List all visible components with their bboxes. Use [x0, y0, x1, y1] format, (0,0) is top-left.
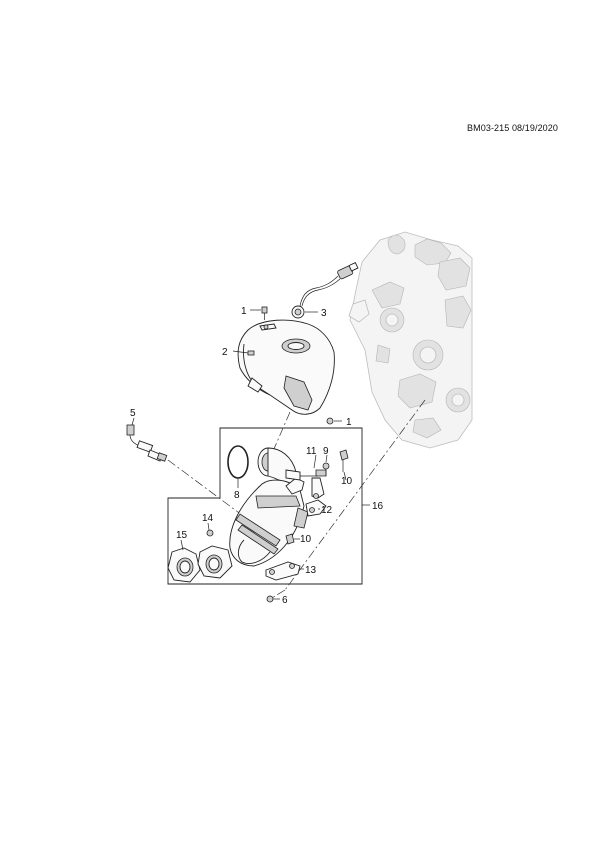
converter-flange-icon: [197, 545, 233, 579]
callout-leader-5: [131, 417, 135, 426]
bolt-9-icon: [322, 462, 330, 476]
assembly-16-frame: [167, 427, 363, 585]
callout-12: 12: [321, 505, 333, 516]
callout-8: 8: [234, 490, 240, 501]
callout-leader-14: [207, 522, 210, 531]
callout-2: 2: [222, 347, 228, 358]
callout-16: 16: [372, 501, 384, 512]
callout-leader-15: [180, 539, 184, 551]
callout-15: 15: [176, 530, 188, 541]
callout-9: 9: [323, 446, 329, 457]
callout-5: 5: [130, 408, 136, 419]
engine-block-icon: [348, 231, 473, 449]
bolt-14-icon: [206, 529, 214, 537]
callout-leader-11: [313, 454, 317, 469]
callout-10-lower: 10: [300, 534, 312, 545]
bracket-13-icon: [265, 561, 301, 581]
bolt-6-icon: [266, 595, 274, 603]
callout-leader-10-upper: [343, 471, 347, 481]
callout-14: 14: [202, 513, 214, 524]
bolt-upper-icon: [261, 306, 268, 320]
alignment-line-bolt: [271, 589, 286, 599]
bolt-10-upper-icon: [339, 449, 349, 472]
diagram-reference-code: BM03-215 08/19/2020: [467, 123, 558, 133]
callout-3: 3: [321, 308, 327, 319]
callout-10-upper: 10: [341, 476, 353, 487]
callout-leader-9: [325, 454, 328, 463]
gasket-ring-icon: [227, 445, 249, 479]
nut-lower-icon: [326, 417, 334, 425]
callout-1-bottom: 1: [346, 417, 352, 428]
upper-oxygen-sensor-icon: [291, 261, 359, 319]
catalytic-converter-icon: [229, 447, 309, 567]
bolt-10-lower-icon: [285, 533, 295, 545]
shield-bolt-icon: [247, 350, 255, 356]
bracket-upper-icon: [300, 469, 327, 499]
callout-1-top: 1: [241, 306, 247, 317]
alignment-line-engine: [284, 399, 426, 591]
callout-13: 13: [305, 565, 317, 576]
callout-leader-2: [232, 350, 249, 354]
callout-6: 6: [282, 595, 288, 606]
flange-gasket-icon: [167, 547, 201, 583]
bracket-12-icon: [305, 499, 327, 517]
callout-11: 11: [306, 446, 317, 457]
manifold-heat-shield-icon: [237, 319, 335, 415]
lower-oxygen-sensor-icon: [126, 424, 168, 462]
